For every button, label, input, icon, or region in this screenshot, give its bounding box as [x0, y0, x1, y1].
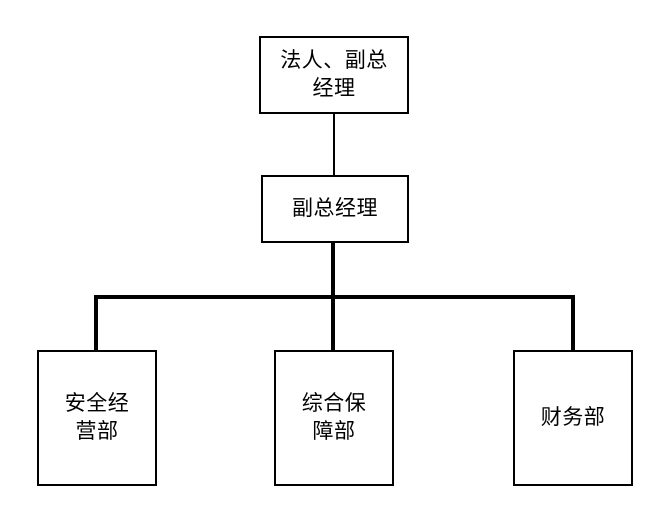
node-safety-operations-department[interactable]: 安全经 营部: [37, 350, 157, 486]
connector-top-to-second: [333, 112, 335, 177]
node-label-deputy-general-manager: 副总经理: [292, 196, 378, 221]
node-legal-person-deputy-gm[interactable]: 法人、副总 经理: [259, 36, 409, 114]
connector-drop-child-3: [571, 295, 575, 352]
connector-second-to-bus: [331, 241, 335, 299]
node-finance-department[interactable]: 财务部: [513, 350, 633, 486]
node-general-support-department[interactable]: 综合保 障部: [274, 350, 394, 486]
node-label-finance-department: 财务部: [540, 405, 606, 430]
connector-drop-child-2: [331, 295, 335, 352]
node-label-safety-operations-department: 安全经 营部: [64, 391, 130, 443]
node-label-legal-person-deputy-gm: 法人、副总 经理: [280, 48, 388, 100]
node-deputy-general-manager[interactable]: 副总经理: [261, 175, 409, 243]
node-label-general-support-department: 综合保 障部: [301, 391, 367, 443]
connector-drop-child-1: [94, 295, 98, 352]
